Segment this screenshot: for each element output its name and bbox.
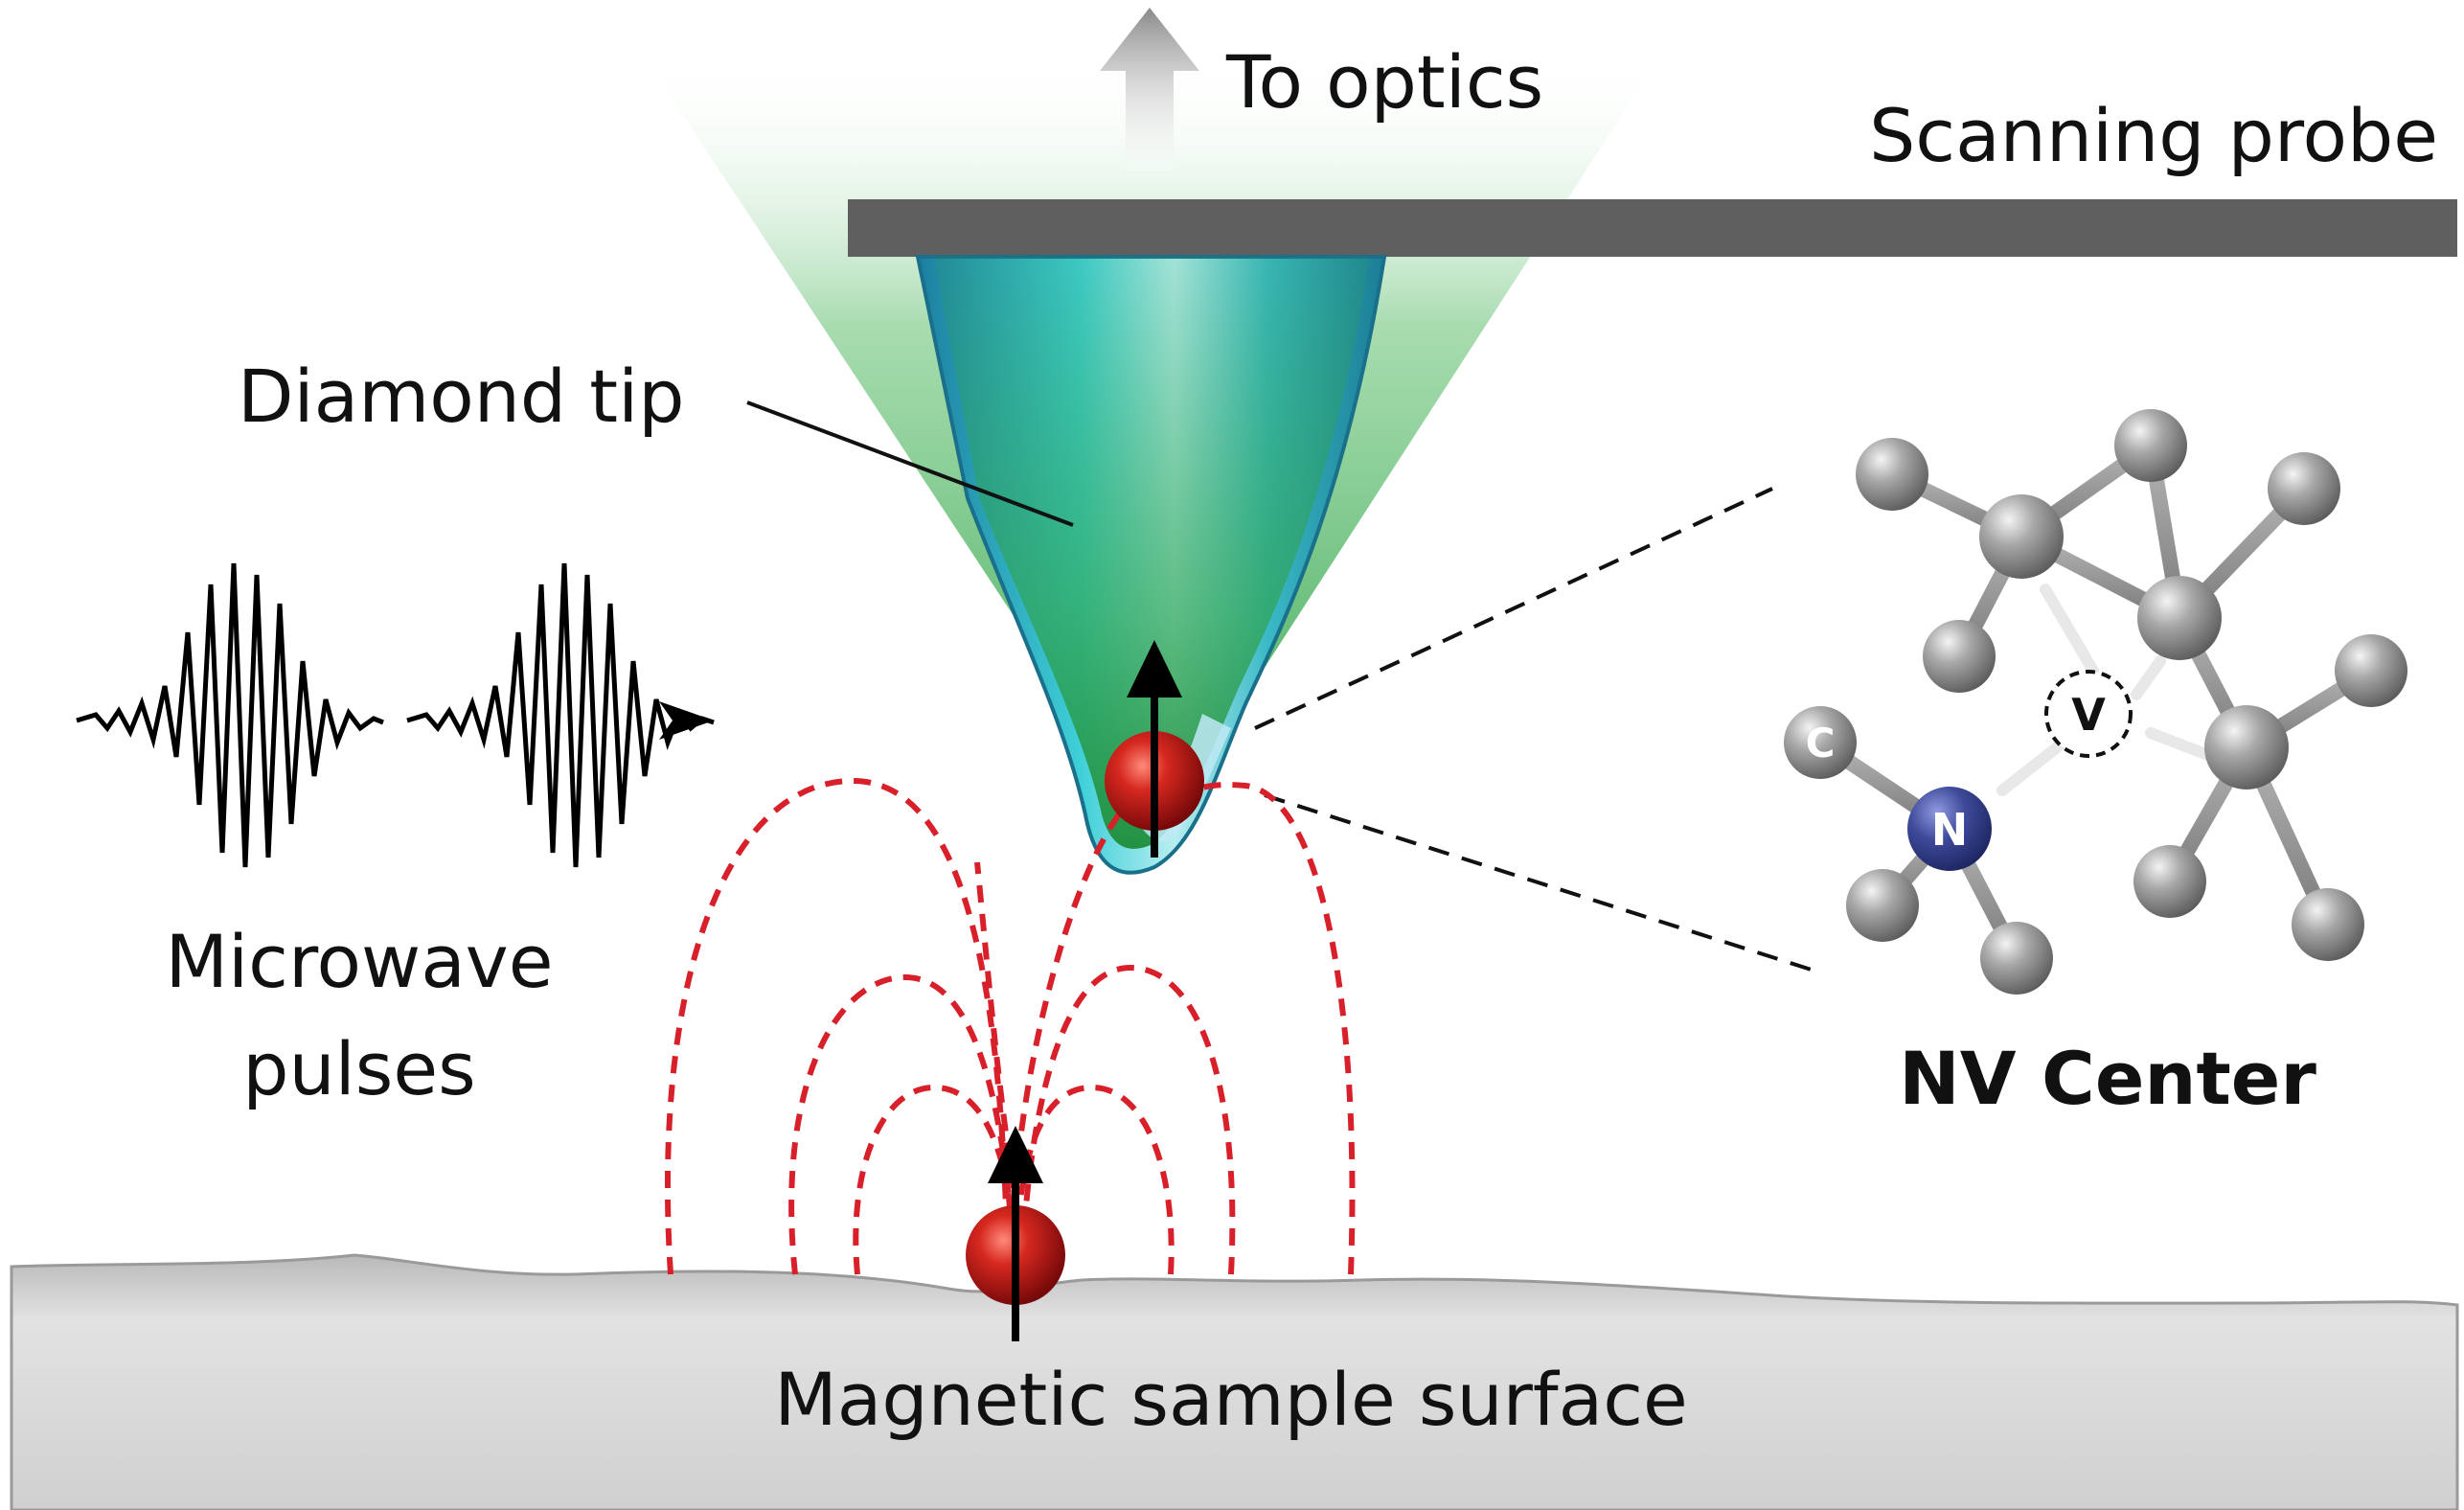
nitrogen-atom: N: [1907, 787, 1992, 871]
spin-arrow-icon: [988, 1126, 1043, 1183]
carbon-atoms: [1846, 409, 2407, 995]
carbon-atom-labeled: C: [1784, 706, 1857, 779]
microwave-label-line1: Microwave: [165, 919, 553, 1004]
vacancy: V: [2044, 670, 2133, 758]
nv-center-label: NV Center: [1899, 1036, 2316, 1121]
sample-surface-label: Magnetic sample surface: [774, 1357, 1688, 1442]
arrow-up-icon: [1100, 8, 1199, 171]
diamond-tip-leader: [746, 400, 1074, 527]
vacancy-bonds: [1996, 583, 2219, 796]
scanning-probe-bar: [848, 199, 2457, 257]
diamond-tip: [915, 255, 1387, 875]
nitrogen-label: N: [1931, 804, 1969, 856]
microwave-pulse-icon: [76, 562, 715, 868]
sample-surface: [10, 1253, 2459, 1510]
scanning-probe-label: Scanning probe: [1869, 93, 2438, 178]
spin-arrow-icon: [1127, 640, 1182, 698]
sample-spin: [966, 1126, 1065, 1341]
arrowhead-icon: [659, 701, 714, 740]
vacancy-label: V: [2071, 689, 2106, 741]
zoom-line-top: [1254, 487, 1773, 730]
zoom-line-bottom: [1264, 793, 1821, 974]
to-optics-label: To optics: [1225, 39, 1543, 125]
diamond-tip-label: Diamond tip: [238, 354, 684, 439]
nv-spin: [1105, 640, 1204, 858]
magnetic-field-lines: [664, 777, 1356, 1275]
microwave-label-line2: pulses: [242, 1026, 475, 1111]
carbon-label: C: [1806, 720, 1836, 766]
